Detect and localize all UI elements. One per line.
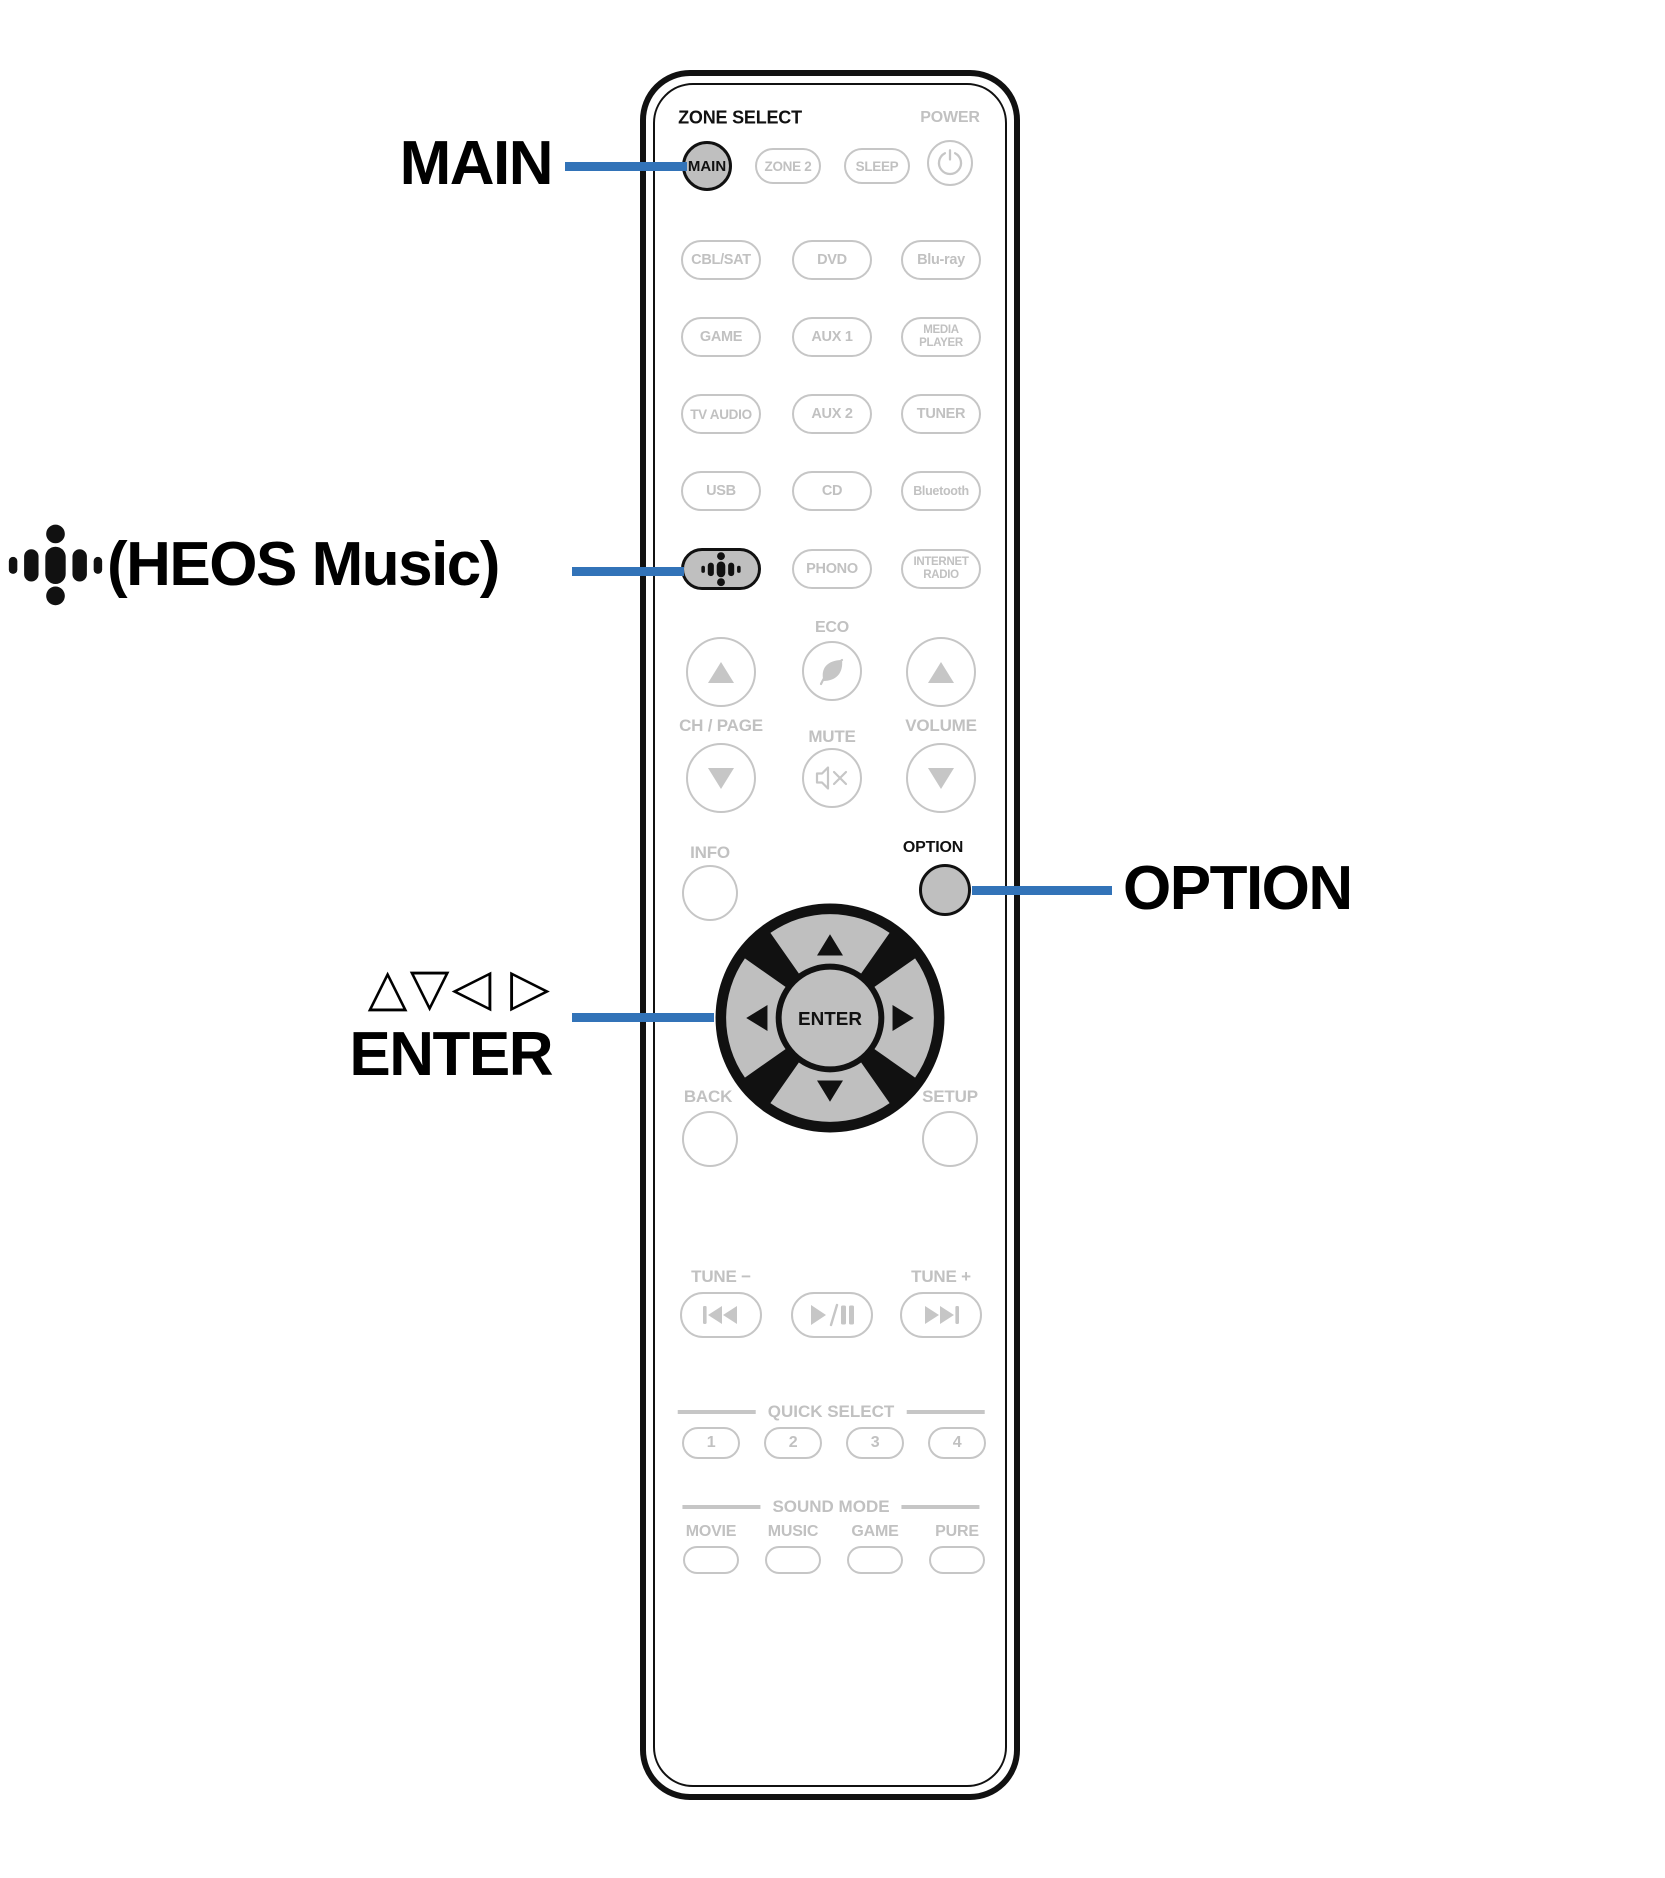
phono-button[interactable]: PHONO — [792, 549, 872, 589]
zone2-button[interactable]: ZONE 2 — [755, 148, 821, 184]
triangle-up-icon — [708, 661, 734, 683]
mute-icon — [815, 766, 848, 790]
cursor-down-icon — [817, 1080, 843, 1102]
mute-label: MUTE — [808, 727, 856, 746]
quick-select-3-button[interactable]: 3 — [846, 1427, 904, 1459]
cd-button[interactable]: CD — [792, 471, 872, 511]
callout-line-option — [972, 886, 1112, 895]
game-label: GAME — [851, 1523, 899, 1540]
usb-button[interactable]: USB — [681, 471, 761, 511]
channel-page-down-button[interactable] — [686, 743, 756, 813]
main-zone-button[interactable]: MAIN — [682, 141, 732, 191]
tuner-button[interactable]: TUNER — [901, 394, 981, 434]
skip-back-button[interactable] — [680, 1292, 762, 1338]
sound-mode-header: SOUND MODE — [682, 1497, 980, 1517]
back-button[interactable] — [682, 1111, 738, 1167]
volume-down-button[interactable] — [906, 743, 976, 813]
quick-select-1-button[interactable]: 1 — [682, 1427, 740, 1459]
info-label: INFO — [690, 843, 730, 862]
quick-select-2-button[interactable]: 2 — [764, 1427, 822, 1459]
callout-option: OPTION — [1123, 854, 1353, 923]
skip-forward-button[interactable] — [900, 1292, 982, 1338]
callout-line-heos — [572, 567, 684, 576]
power-button[interactable] — [927, 140, 973, 186]
callout-line-main — [565, 162, 687, 171]
triangle-down-icon — [928, 767, 954, 789]
volume-label: VOLUME — [905, 716, 977, 735]
play-pause-button[interactable] — [791, 1292, 873, 1338]
game-button[interactable]: GAME — [681, 317, 761, 357]
header-line — [677, 1410, 756, 1414]
eco-leaf-icon — [819, 658, 844, 686]
cursor-right-icon — [892, 1005, 914, 1031]
callout-heos-label: (HEOS Music) — [107, 529, 500, 599]
back-label: BACK — [683, 1087, 733, 1106]
heos-wave-icon — [8, 524, 103, 606]
setup-button[interactable] — [922, 1111, 978, 1167]
heos-wave-icon — [701, 552, 741, 587]
enter-button-label: ENTER — [798, 1008, 862, 1029]
media-player-button[interactable]: MEDIA PLAYER — [901, 317, 981, 357]
header-line — [906, 1410, 985, 1414]
quick-select-label: QUICK SELECT — [767, 1402, 895, 1421]
movie-sound-mode-button[interactable] — [683, 1546, 739, 1574]
channel-page-label: CH / PAGE — [679, 716, 763, 735]
cursor-up-button[interactable] — [770, 914, 890, 974]
cursor-down-button[interactable] — [770, 1062, 890, 1122]
skip-back-icon — [703, 1306, 737, 1324]
callout-line-enter — [572, 1013, 714, 1022]
eco-button[interactable] — [802, 641, 862, 701]
skip-forward-icon — [925, 1306, 959, 1324]
tune-minus-label: TUNE − — [691, 1267, 751, 1286]
option-label: OPTION — [902, 839, 964, 856]
mute-button[interactable] — [802, 748, 862, 808]
cursor-left-button[interactable] — [726, 958, 786, 1078]
dvd-button[interactable]: DVD — [792, 240, 872, 280]
callout-heos: (HEOS Music) — [8, 522, 500, 607]
pure-sound-mode-button[interactable] — [929, 1546, 985, 1574]
callout-cursor-arrows: △▽◁ ▷ — [367, 959, 552, 1017]
aux2-button[interactable]: AUX 2 — [792, 394, 872, 434]
quick-select-header: QUICK SELECT — [677, 1402, 985, 1422]
internet-radio-button[interactable]: INTERNET RADIO — [901, 549, 981, 589]
quick-select-4-button[interactable]: 4 — [928, 1427, 986, 1459]
eco-label: ECO — [814, 619, 850, 636]
play-pause-icon — [811, 1303, 854, 1327]
music-label: MUSIC — [767, 1523, 819, 1540]
sound-mode-label: SOUND MODE — [772, 1497, 890, 1516]
header-line — [901, 1505, 980, 1509]
callout-main: MAIN — [399, 129, 554, 198]
power-label: POWER — [920, 109, 980, 126]
sleep-button[interactable]: SLEEP — [844, 148, 910, 184]
triangle-up-icon — [928, 661, 954, 683]
remote-body-inner-outline — [653, 83, 1007, 1787]
cursor-left-icon — [746, 1005, 768, 1031]
triangle-down-icon — [708, 767, 734, 789]
cursor-right-button[interactable] — [874, 958, 934, 1078]
game-sound-mode-button[interactable] — [847, 1546, 903, 1574]
music-sound-mode-button[interactable] — [765, 1546, 821, 1574]
tune-plus-label: TUNE + — [911, 1267, 971, 1286]
heos-music-button[interactable] — [681, 548, 761, 590]
zone-select-label: ZONE SELECT — [678, 107, 802, 128]
cursor-pad[interactable]: ENTER — [712, 900, 948, 1136]
bluetooth-button[interactable]: Bluetooth — [901, 471, 981, 511]
pure-label: PURE — [935, 1523, 979, 1540]
cbl-sat-button[interactable]: CBL/SAT — [681, 240, 761, 280]
option-button[interactable] — [919, 864, 971, 916]
blu-ray-button[interactable]: Blu-ray — [901, 240, 981, 280]
tv-audio-button[interactable]: TV AUDIO — [681, 394, 761, 434]
volume-up-button[interactable] — [906, 637, 976, 707]
power-icon — [937, 149, 963, 176]
movie-label: MOVIE — [685, 1523, 737, 1540]
setup-label: SETUP — [922, 1087, 978, 1106]
callout-enter: ENTER — [349, 1020, 553, 1089]
header-line — [682, 1505, 761, 1509]
cursor-up-icon — [817, 934, 843, 956]
info-button[interactable] — [682, 865, 738, 921]
channel-page-up-button[interactable] — [686, 637, 756, 707]
enter-button[interactable] — [781, 969, 879, 1067]
aux1-button[interactable]: AUX 1 — [792, 317, 872, 357]
